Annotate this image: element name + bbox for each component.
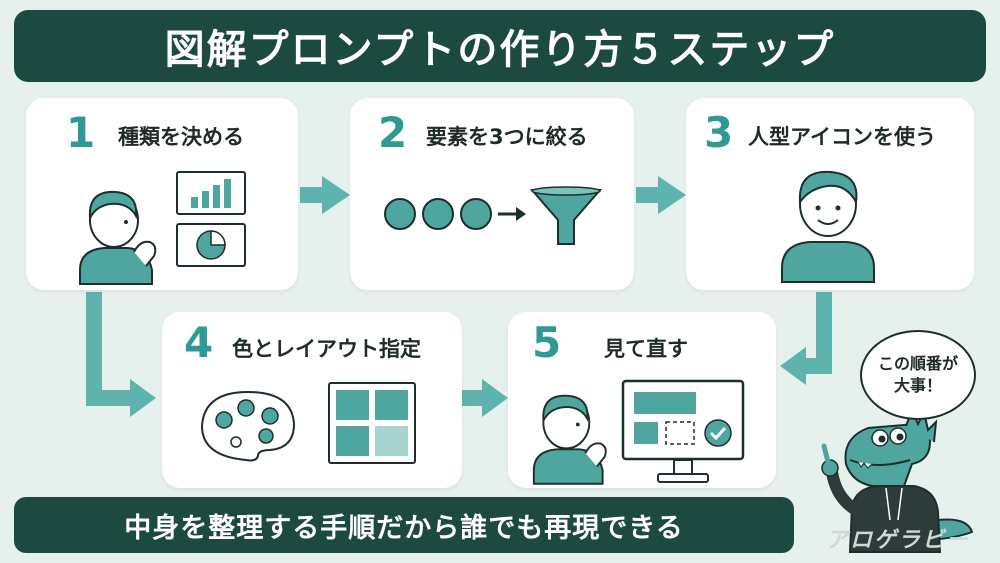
step-card-4: 4 色とレイアウト指定 [162,312,462,488]
step-label-4: 色とレイアウト指定 [232,337,421,361]
monitor-check-icon [621,379,745,483]
arrow-step2-to-step3 [636,176,686,214]
step-number-4: 4 [184,318,214,367]
person-icon [781,170,875,283]
arrow-step1-to-step4 [86,292,156,417]
step-label-5: 見て直す [604,337,688,361]
bottom-banner: 中身を整理する手順だから誰でも再現できる [14,497,794,553]
elements-funnel-icon [384,186,603,245]
thinking-person-icon [79,190,157,285]
speech-bubble-line-2: 大事！ [893,376,942,395]
element-circle-3 [460,198,492,230]
layout-grid-icon [328,382,416,464]
bottom-message: 中身を整理する手順だから誰でも再現できる [124,512,684,544]
step-number-5: 5 [532,318,562,367]
thinking-person-icon [532,394,607,485]
palette-icon [200,390,296,462]
element-circle-2 [422,198,454,230]
step-card-2: 2 要素を3つに絞る [350,98,634,290]
checkmark-icon [704,419,732,447]
pie-chart-icon [176,223,246,267]
arrow-step4-to-step5 [462,379,508,417]
watermark-logo: アロゲラビー [826,528,971,553]
step-label-3: 人型アイコンを使う [748,125,936,149]
speech-bubble: この順番が 大事！ [860,330,976,420]
step-card-5: 5 見て直す [508,312,776,488]
bar-chart-icon [176,171,246,215]
arrow-step1-to-step2 [300,176,350,214]
step-number-1: 1 [66,108,96,157]
step-card-3: 3 人型アイコンを使う [686,98,974,290]
step-number-3: 3 [704,108,734,157]
page-title: 図解プロンプトの作り方５ステップ [164,27,836,73]
step-number-2: 2 [378,108,408,157]
step-label-1: 種類を決める [118,125,244,149]
arrow-step3-to-step5 [780,292,832,385]
title-banner: 図解プロンプトの作り方５ステップ [14,10,986,82]
speech-bubble-line-1: この順番が [877,354,958,374]
arrow-right-icon [498,207,526,221]
step-card-1: 1 種類を決める [26,98,298,290]
element-circle-1 [384,198,416,230]
step-label-2: 要素を3つに絞る [426,125,588,149]
funnel-icon [529,189,603,245]
